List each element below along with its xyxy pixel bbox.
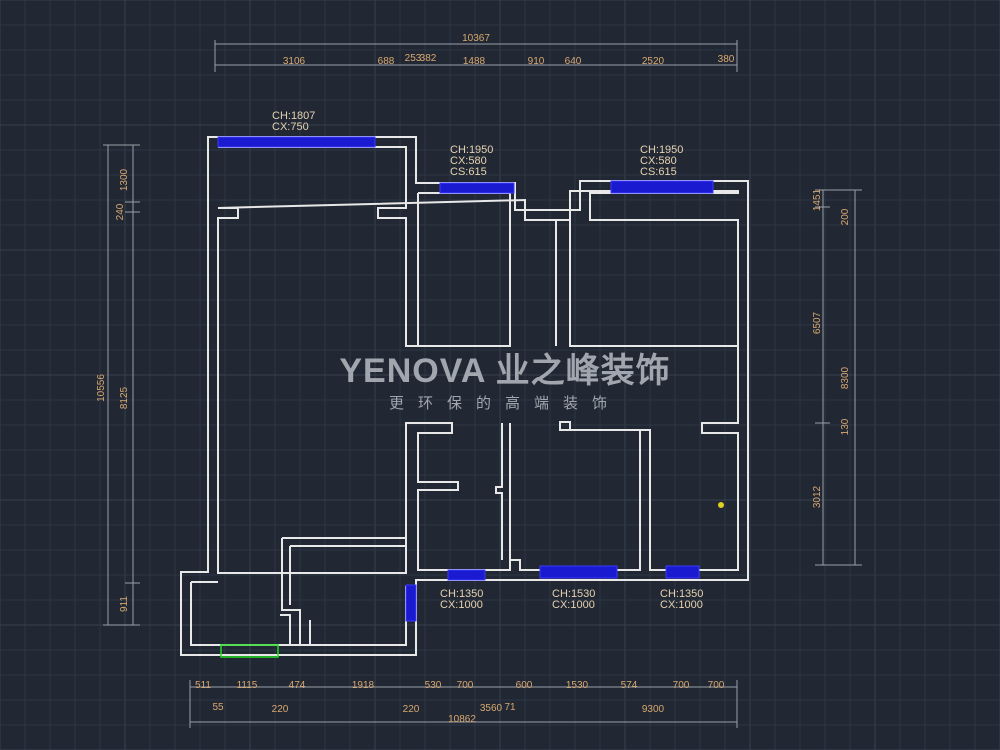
dim-label: 220	[272, 704, 289, 715]
window-label: CH:1350 CX:1000	[660, 588, 703, 611]
dim-label: 8300	[840, 366, 851, 389]
dim-label: 474	[289, 680, 306, 691]
watermark-slogan: 更环保的高端装饰	[388, 395, 621, 412]
window-ch: CH:1807	[272, 110, 315, 122]
dim-label: 600	[516, 680, 533, 691]
door-opening	[220, 644, 279, 658]
window-cx: CX:750	[272, 121, 309, 133]
watermark: YENOVA 业之峰装饰 更环保的高端装饰	[300, 343, 710, 413]
dim-left-total: 10556	[96, 374, 107, 402]
window-cx: CX:1000	[552, 599, 595, 611]
window-label: CH:1530 CX:1000	[552, 588, 595, 611]
dim-label: 130	[840, 418, 851, 435]
window-cx: CX:580	[450, 155, 487, 167]
window-ch: CH:1950	[640, 144, 683, 156]
window-ch: CH:1350	[660, 588, 703, 600]
dim-label: 3560	[480, 703, 503, 714]
dim-bottom-row1: 511 1115 474 1918 530 700 600 1530 574 7…	[195, 680, 725, 691]
window-label: CH:1950 CX:580 CS:615	[640, 144, 683, 178]
window-cx: CX:1000	[440, 599, 483, 611]
marker-point	[718, 502, 724, 508]
dim-label: 2520	[642, 56, 665, 67]
dim-label: 55	[212, 702, 224, 713]
window-cs: CS:615	[640, 166, 677, 178]
dim-label: 1300	[119, 168, 130, 191]
window-ch: CH:1950	[450, 144, 493, 156]
dim-label: 1488	[463, 56, 486, 67]
window-label: CH:1950 CX:580 CS:615	[450, 144, 493, 178]
window-cx: CX:580	[640, 155, 677, 167]
window-label: CH:1350 CX:1000	[440, 588, 483, 611]
dim-label: 700	[708, 680, 725, 691]
dim-label: 240	[115, 203, 126, 220]
dim-label: 700	[457, 680, 474, 691]
dim-label: 253	[405, 53, 422, 64]
dim-label: 9300	[642, 704, 665, 715]
dim-label: 380	[718, 54, 735, 65]
dim-label: 574	[621, 680, 638, 691]
window-ch: CH:1350	[440, 588, 483, 600]
dim-label: 530	[425, 680, 442, 691]
dim-label: 220	[403, 704, 420, 715]
dim-label: 200	[840, 208, 851, 225]
dim-label: 8125	[119, 386, 130, 409]
dim-label: 3106	[283, 56, 306, 67]
dim-bottom-total: 10862	[448, 714, 476, 725]
dim-label: 911	[119, 596, 130, 612]
dim-label: 3012	[812, 485, 823, 508]
dim-top-total: 10367	[462, 33, 490, 44]
dim-label: 1530	[566, 680, 589, 691]
window-cs: CS:615	[450, 166, 487, 178]
dim-label: 910	[528, 56, 545, 67]
window-cx: CX:1000	[660, 599, 703, 611]
dim-label: 71	[504, 702, 516, 713]
dimension-lines	[103, 40, 862, 728]
dim-label: 1918	[352, 680, 375, 691]
dim-top-segments: 3106 688 253 382 1488 910 640 2520 380	[283, 53, 735, 67]
dim-label: 1451	[812, 188, 823, 211]
dim-label: 511	[195, 680, 211, 691]
dim-label: 640	[565, 56, 582, 67]
window-label: CH:1807 CX:750	[272, 110, 315, 133]
dim-label: 382	[420, 53, 437, 64]
watermark-brand: YENOVA 业之峰装饰	[339, 352, 671, 390]
dim-label: 700	[673, 680, 690, 691]
dim-label: 1115	[237, 680, 258, 691]
windows	[217, 136, 714, 622]
dim-label: 688	[378, 56, 395, 67]
dim-bottom-row2: 55 220 220 3560 71 9300	[212, 702, 664, 715]
dim-label: 6507	[812, 311, 823, 334]
window-ch: CH:1530	[552, 588, 595, 600]
